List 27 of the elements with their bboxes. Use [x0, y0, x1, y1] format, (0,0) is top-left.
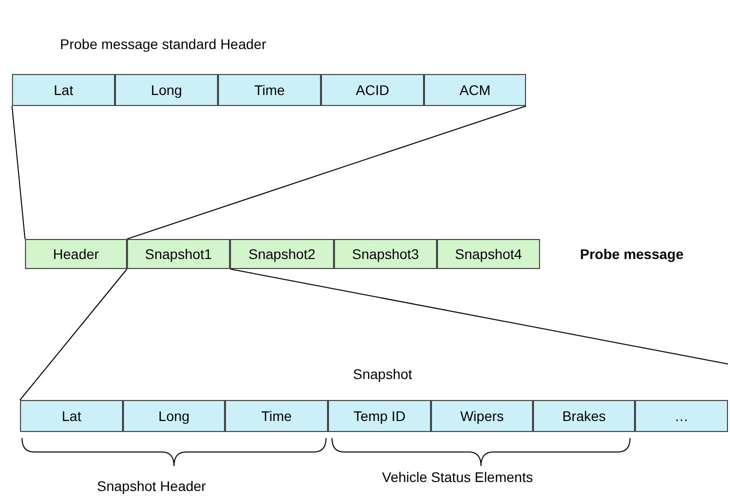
brace-label: Vehicle Status Elements: [382, 469, 533, 485]
field-cell: ACM: [424, 74, 526, 106]
field-cell: Snapshot2: [230, 239, 334, 269]
field-cell: Temp ID: [328, 400, 431, 432]
connector-line: [12, 106, 26, 240]
field-cell: Snapshot3: [334, 239, 437, 269]
field-cell: Snapshot1: [127, 239, 230, 269]
connector-line: [230, 268, 728, 364]
connector-line: [20, 268, 128, 400]
field-cell: Long: [123, 400, 225, 432]
row-label: Probe message: [580, 246, 684, 262]
brace-label: Snapshot Header: [97, 478, 206, 494]
row-title: Probe message standard Header: [60, 36, 266, 52]
field-cell: ACID: [321, 74, 424, 106]
row-title: Snapshot: [353, 366, 412, 382]
field-cell: Brakes: [533, 400, 635, 432]
field-cell: Snapshot4: [437, 239, 540, 269]
field-cell: Header: [25, 239, 127, 269]
field-cell: Long: [115, 74, 218, 106]
field-cell: Lat: [20, 400, 123, 432]
field-cell: Time: [225, 400, 328, 432]
field-cell: Lat: [12, 74, 115, 106]
field-row: [12, 36, 526, 106]
field-cell: Wipers: [431, 400, 533, 432]
field-cell: Time: [218, 74, 321, 106]
connector-line: [126, 106, 526, 240]
field-cell: …: [635, 400, 728, 432]
